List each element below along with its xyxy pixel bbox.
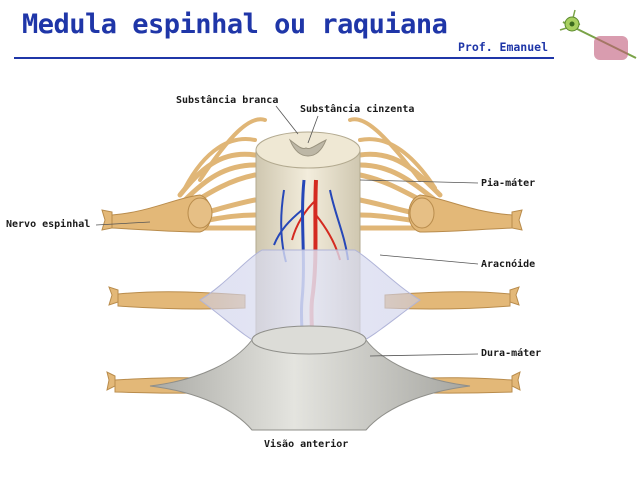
dorsal-root-ganglion-right: [409, 197, 435, 229]
label-pia-mater: Pia-máter: [481, 178, 536, 189]
label-leader-lines: [95, 105, 479, 357]
label-aracnoide: Aracnóide: [481, 259, 536, 270]
spinal-nerve-upper-left: [177, 117, 267, 231]
nerve-end-left: [101, 209, 113, 231]
nerve-trunk-right: [408, 194, 513, 233]
neuron-logo-icon: [559, 9, 637, 60]
label-visao-anterior: Visão anterior: [264, 439, 349, 450]
slide-title: Medula espinhal ou raquiana: [22, 9, 448, 40]
author-name: Prof. Emanuel: [458, 40, 549, 54]
label-substancia-cinzenta: Substância cinzenta: [300, 104, 415, 115]
gray-matter-section: [288, 138, 327, 157]
dura-mater-sheath: [149, 325, 471, 431]
nerve-end-right: [511, 209, 523, 231]
dorsal-root-ganglion-left: [187, 197, 213, 229]
label-substancia-branca: Substância branca: [176, 95, 279, 106]
title-underline: [14, 57, 554, 59]
label-dura-mater: Dura-máter: [481, 348, 542, 359]
label-nervo-espinhal: Nervo espinhal: [6, 219, 91, 230]
arachnoid-membrane: [199, 249, 421, 346]
